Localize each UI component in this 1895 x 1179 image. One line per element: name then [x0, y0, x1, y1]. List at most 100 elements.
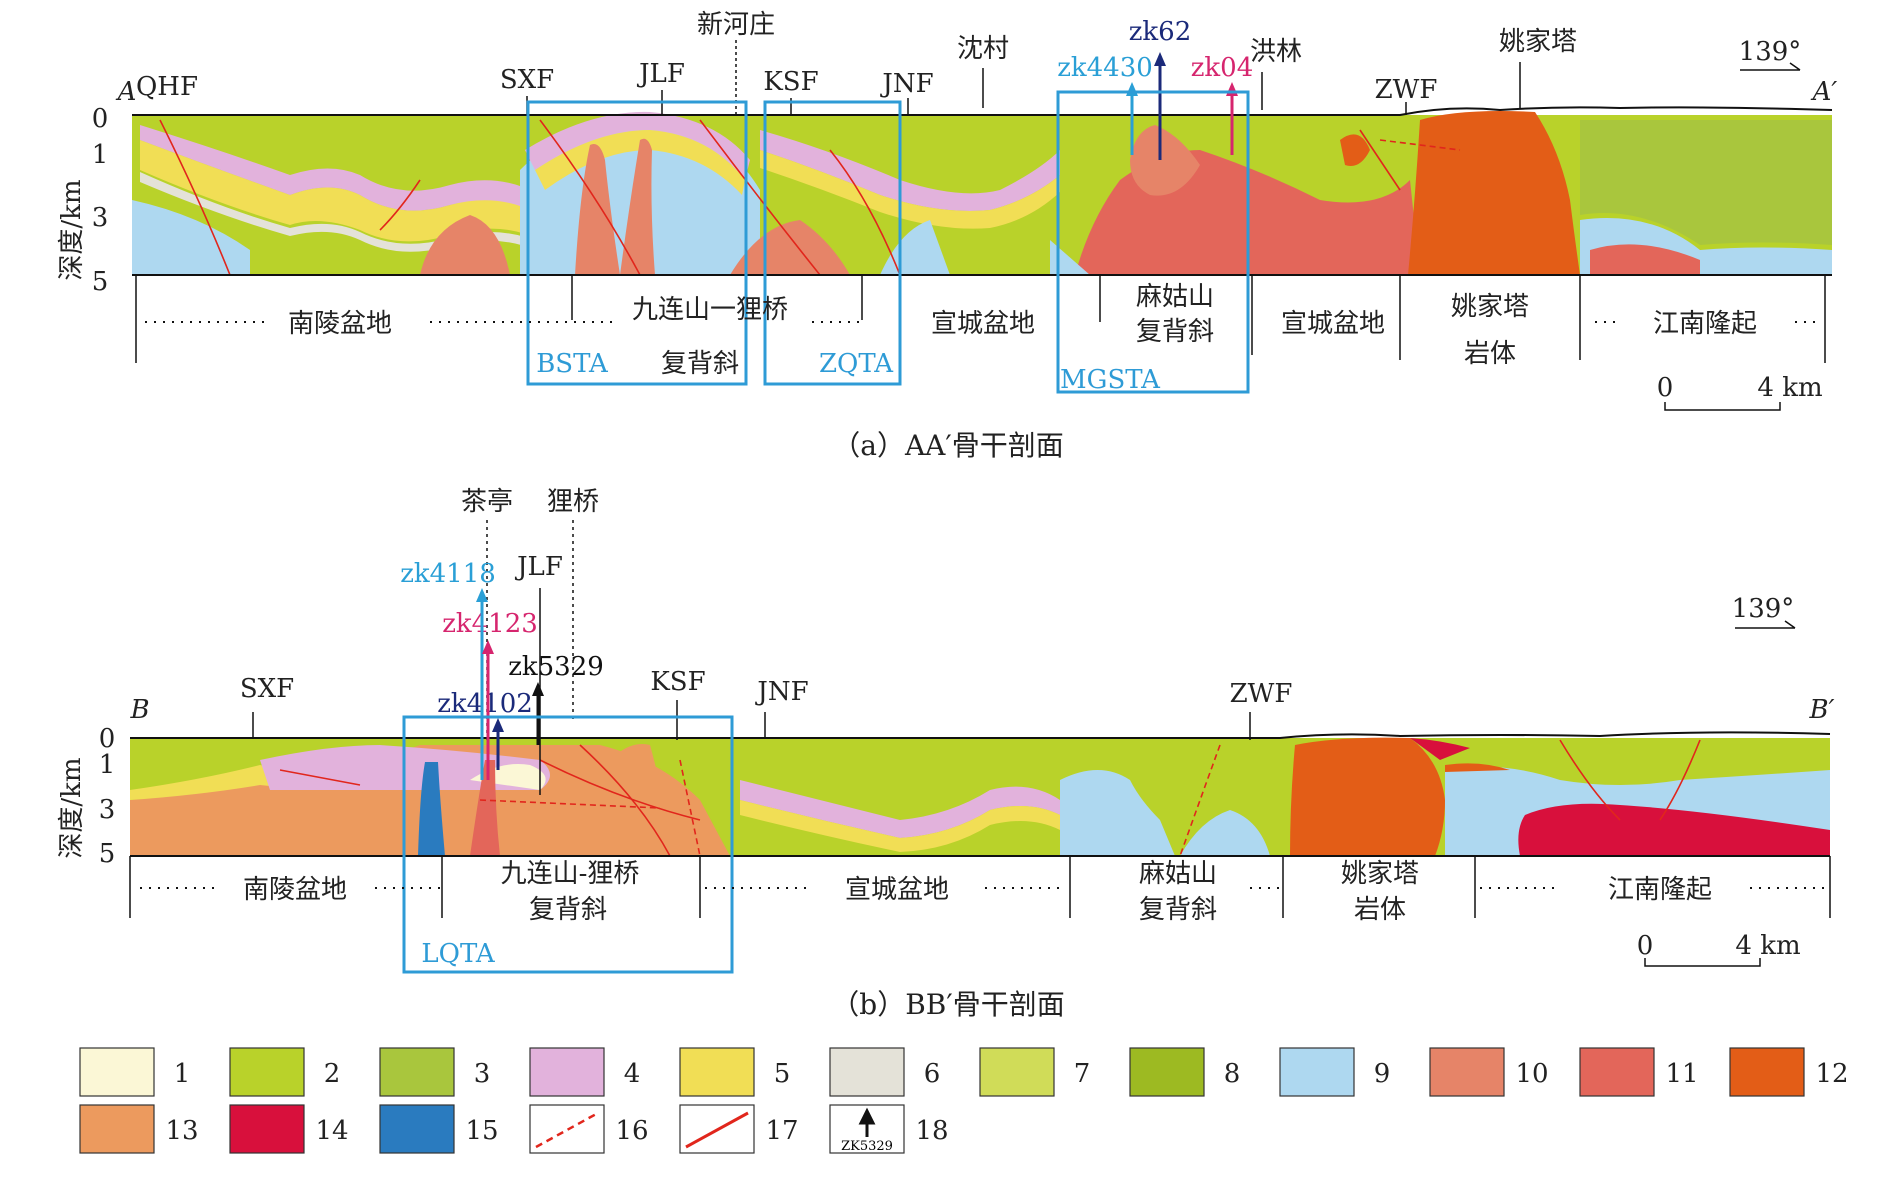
legend-item-11: 11: [1579, 1047, 1699, 1097]
blue-b4: [1180, 810, 1270, 856]
legend-swatch: [379, 1047, 455, 1097]
legend-number: 1: [174, 1059, 191, 1089]
legend-box-text: ZK5329: [841, 1139, 893, 1154]
azimuth-arrow-b: [1735, 620, 1796, 629]
legend-number: 13: [165, 1116, 198, 1146]
azimuth-arrow-a: [1740, 62, 1801, 71]
box-label-mgsta: MGSTA: [1060, 365, 1161, 395]
scale-bar-a: 0 4 km: [1657, 373, 1823, 411]
fault-label-b: KSF: [650, 667, 705, 697]
box-mgsta: [1056, 90, 1250, 394]
unit-label-a: 岩体: [1464, 339, 1516, 369]
yellow-band-a2: [760, 150, 1060, 229]
unit-label-a: 宣城盆地: [931, 309, 1035, 339]
fault-label-a: JLF: [636, 59, 685, 89]
topography-b: [130, 731, 1831, 739]
legend-swatch: [979, 1047, 1055, 1097]
section-a: 深度/km 0 1 3 5: [57, 10, 1837, 462]
pink-band-a1: [140, 125, 540, 215]
legend-swatch: [529, 1104, 605, 1154]
endpoint-a-start: A: [116, 77, 137, 107]
well-label-b: zk4102: [437, 689, 533, 719]
depth-tick-a-5: 5: [92, 267, 109, 297]
legend-item-3: 3: [379, 1047, 491, 1097]
legend-swatch: [679, 1047, 755, 1097]
legend-item-15: 15: [379, 1104, 499, 1154]
fault-label-b: JNF: [754, 677, 808, 707]
fault-label-a: KSF: [763, 67, 818, 97]
fault-label-a: SXF: [500, 65, 554, 95]
well-label-a: zk4430: [1057, 53, 1153, 83]
pink-band-a2: [760, 130, 1060, 211]
legend-number: 15: [465, 1116, 498, 1146]
legend-number: 11: [1665, 1059, 1698, 1089]
legend-number: 2: [324, 1059, 341, 1089]
yellow-band-a1: [140, 140, 540, 242]
depth-tick-a-0: 0: [92, 104, 109, 134]
place-label-a: 姚家塔: [1499, 27, 1577, 57]
legend-item-8: 8: [1129, 1047, 1241, 1097]
section-b: 深度/km 0 1 3 5: [57, 487, 1835, 1021]
unit-label-a: 麻姑山: [1136, 282, 1214, 312]
dike-a2: [620, 138, 655, 275]
scale-end-a: 4 km: [1757, 373, 1822, 403]
yaojiata-intrusion-b: [1290, 737, 1445, 856]
legend-number: 3: [474, 1059, 491, 1089]
fault-label-a: QHF: [136, 72, 198, 102]
legend-number: 5: [774, 1059, 791, 1089]
legend-item-1: 1: [79, 1047, 191, 1097]
endpoint-b-start: B: [129, 695, 149, 725]
unit-label-b: 复背斜: [1139, 895, 1217, 925]
legend-number: 10: [1515, 1059, 1548, 1089]
legend-item-10: 10: [1429, 1047, 1549, 1097]
faults-a: [159, 119, 1461, 276]
blue-b3: [1060, 770, 1175, 856]
yellow-band-b2: [740, 800, 1060, 852]
legend-item-13: 13: [79, 1104, 199, 1154]
unit-label-a: 江南隆起: [1653, 309, 1757, 339]
unit-label-b: 复背斜: [529, 895, 607, 925]
fault-label-a: JNF: [879, 69, 933, 99]
blue-dike-b: [418, 762, 445, 856]
legend-number: 8: [1224, 1059, 1241, 1089]
depth-axis-title-a: 深度/km: [57, 179, 87, 280]
dike-a1: [575, 144, 620, 275]
yellow-arch-a: [535, 130, 745, 195]
blue-a3: [880, 220, 950, 275]
well-arrow-icon: [858, 1107, 876, 1137]
cross-section-a: [132, 106, 1833, 276]
fault-label-b: ZWF: [1230, 679, 1293, 709]
unit-label-b: 姚家塔: [1341, 859, 1419, 889]
well-label-b: zk4118: [400, 559, 496, 589]
legend-swatch: [829, 1047, 905, 1097]
legend-number: 12: [1815, 1059, 1848, 1089]
topography-a: [132, 106, 1833, 116]
well-label-b: zk5329: [508, 652, 604, 682]
unit-label-a: 复背斜: [661, 349, 739, 379]
legend-swatch: [379, 1104, 455, 1154]
unit-label-b: 江南隆起: [1608, 875, 1712, 905]
fault-label-a: ZWF: [1375, 75, 1438, 105]
legend-swatch: [1279, 1047, 1355, 1097]
cross-section-b: [130, 731, 1831, 857]
legend-item-2: 2: [229, 1047, 341, 1097]
box-zqta: [763, 100, 902, 386]
blue-a4: [1050, 240, 1090, 275]
white-band-a1: [140, 172, 540, 252]
legend-item-14: 14: [229, 1104, 349, 1154]
crimson-body-b: [1518, 803, 1830, 856]
fault-label-b: JLF: [514, 552, 563, 582]
place-label-b: 狸桥: [547, 487, 599, 517]
unit-label-b: 宣城盆地: [845, 875, 949, 905]
legend-number: 9: [1374, 1059, 1391, 1089]
depth-tick-a-3: 3: [92, 203, 109, 233]
fault-line-icon: [685, 1111, 749, 1149]
legend-swatch: [1129, 1047, 1205, 1097]
legend-swatch: [1729, 1047, 1805, 1097]
legend-item-16: 16: [529, 1104, 649, 1154]
legend-item-9: 9: [1279, 1047, 1391, 1097]
endpoint-b-end: B′: [1808, 695, 1834, 725]
pink-arch-a: [525, 111, 750, 180]
